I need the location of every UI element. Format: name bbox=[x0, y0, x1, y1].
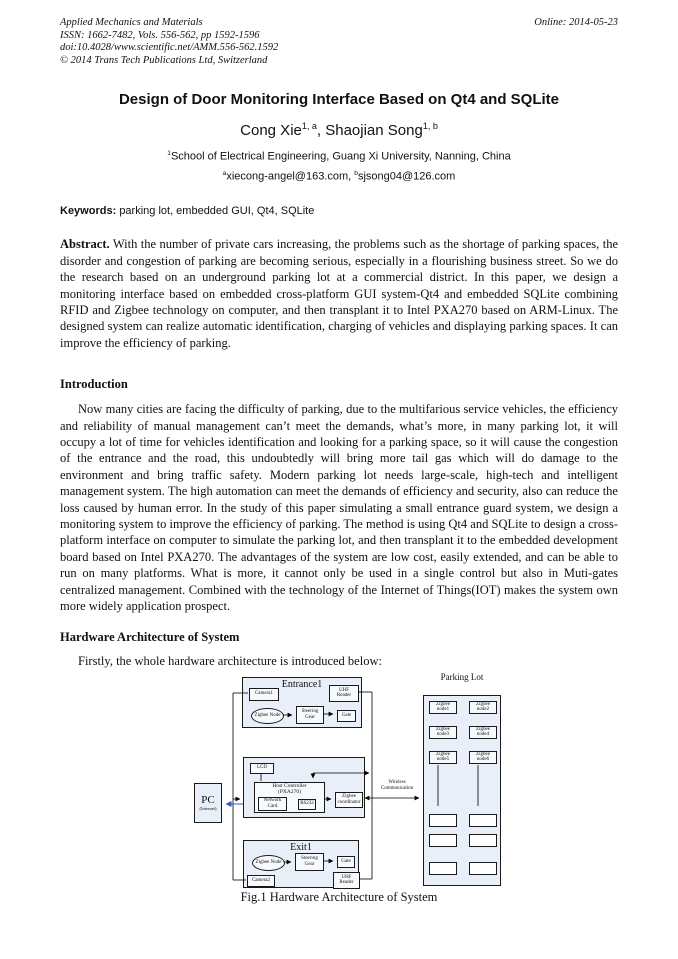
pc-label: PC bbox=[201, 794, 215, 807]
keywords-line: Keywords: parking lot, embedded GUI, Qt4… bbox=[60, 205, 618, 217]
journal-issn: ISSN: 1662-7482, Vols. 556-562, pp 1592-… bbox=[60, 29, 260, 41]
zigbee-node-1: Zigbee node1 bbox=[429, 700, 457, 714]
uhf-reader-exit-line1: UHF bbox=[341, 874, 352, 880]
zigbee-node-6: Zigbee node6 bbox=[469, 750, 497, 764]
hardware-intro-line: Firstly, the whole hardware architecture… bbox=[78, 654, 382, 669]
abstract-text: With the number of private cars increasi… bbox=[60, 237, 618, 350]
email-b: sjsong04@126.com bbox=[357, 170, 456, 183]
section-heading-hardware: Hardware Architecture of System bbox=[60, 630, 240, 645]
parking-slot bbox=[429, 813, 457, 827]
network-card-line1: Network bbox=[263, 798, 282, 804]
journal-copyright: © 2014 Trans Tech Publications Ltd, Swit… bbox=[60, 54, 268, 66]
steering-gear-entrance-line1: Steering bbox=[301, 709, 319, 715]
figure-connector-lines bbox=[225, 691, 479, 881]
zigbee-coordinator-line2: coordinator bbox=[337, 799, 361, 805]
author-2-superscript: 1, b bbox=[422, 121, 438, 131]
affiliation-text: School of Electrical Engineering, Guang … bbox=[170, 150, 511, 163]
zigbee-node-3: Zigbee node3 bbox=[429, 725, 457, 739]
parking-slot bbox=[469, 813, 497, 827]
zigbee-node-5: Zigbee node5 bbox=[429, 750, 457, 764]
uhf-reader-exit-line2: Reader bbox=[339, 880, 354, 886]
rs232-box: RS232 bbox=[298, 798, 316, 810]
author-2: Shaojian Song bbox=[325, 122, 423, 139]
parking-slot bbox=[429, 833, 457, 847]
host-controller-line1: Host Controller bbox=[272, 782, 307, 789]
parking-slot bbox=[429, 861, 457, 875]
online-date: Online: 2014-05-23 bbox=[534, 17, 618, 28]
email-a-superscript: a bbox=[222, 169, 227, 177]
keywords-label: Keywords: bbox=[60, 205, 117, 218]
parking-lot-title: Parking Lot bbox=[440, 671, 484, 682]
emails-line: axiecong-angel@163.com, bsjsong04@126.co… bbox=[60, 170, 618, 183]
figure-caption: Fig.1 Hardware Architecture of System bbox=[240, 889, 438, 904]
gate-entrance-box: Gate bbox=[337, 709, 356, 722]
camera2-box: Camera2 bbox=[247, 874, 275, 887]
abstract-label: Abstract. bbox=[60, 237, 110, 252]
journal-info-block: Applied Mechanics and Materials ISSN: 16… bbox=[60, 17, 278, 67]
journal-doi: doi:10.4028/www.scientific.net/AMM.556-5… bbox=[60, 42, 279, 53]
parking-slot bbox=[469, 833, 497, 847]
abstract-paragraph: Abstract. With the number of private car… bbox=[60, 236, 618, 351]
author-1: Cong Xie bbox=[240, 122, 302, 139]
zigbee-node-2: Zigbee node2 bbox=[469, 700, 497, 714]
uhf-reader-entrance-line1: UHF bbox=[338, 687, 349, 693]
camera1-box: Camera1 bbox=[249, 687, 279, 701]
authors-separator: , bbox=[316, 122, 326, 139]
introduction-paragraph: Now many cities are facing the difficult… bbox=[60, 402, 618, 614]
paper-title: Design of Door Monitoring Interface Base… bbox=[118, 91, 560, 108]
parking-slot bbox=[469, 861, 497, 875]
authors-line: Cong Xie1, a, Shaojian Song1, b bbox=[60, 121, 618, 139]
zigbee-coordinator-line1: Zigbee bbox=[342, 794, 356, 800]
keywords-text: parking lot, embedded GUI, Qt4, SQLite bbox=[119, 205, 315, 218]
section-heading-introduction: Introduction bbox=[60, 377, 128, 392]
affiliation-line: 1School of Electrical Engineering, Guang… bbox=[60, 150, 618, 163]
zigbee-node-entrance-ellipse: Zigbee Node bbox=[251, 707, 284, 724]
affiliation-superscript: 1 bbox=[167, 150, 171, 157]
zigbee-node-exit-ellipse: Zigbee Node bbox=[252, 854, 285, 871]
journal-name: Applied Mechanics and Materials bbox=[60, 17, 203, 28]
author-1-superscript: 1, a bbox=[301, 121, 317, 131]
paper-content: Applied Mechanics and Materials ISSN: 16… bbox=[60, 0, 618, 905]
lcd-box: LCD bbox=[250, 762, 274, 774]
steering-gear-exit-line2: Gear bbox=[304, 861, 315, 867]
exit-title: Exit1 bbox=[290, 841, 312, 853]
journal-header: Applied Mechanics and Materials ISSN: 16… bbox=[60, 0, 618, 67]
host-controller-line2: (PXA270) bbox=[278, 789, 301, 796]
steering-gear-exit-line1: Steering bbox=[301, 856, 318, 862]
email-a: xiecong-angel@163.com, bbox=[226, 170, 352, 183]
pc-box: PC (Internet) bbox=[194, 782, 222, 823]
gate-exit-box: Gate bbox=[337, 855, 355, 868]
parking-lot-box: Zigbee node1 Zigbee node2 Zigbee node3 Z… bbox=[423, 694, 501, 886]
entrance-title: Entrance1 bbox=[281, 678, 323, 690]
steering-gear-entrance-line2: Gear bbox=[305, 714, 315, 720]
uhf-reader-entrance-line2: Reader bbox=[336, 693, 352, 699]
zigbee-node-4: Zigbee node4 bbox=[469, 725, 497, 739]
email-b-superscript: b bbox=[354, 169, 358, 177]
wireless-label-line2: Communication bbox=[380, 785, 414, 791]
wireless-label-line1: Wireless bbox=[388, 779, 406, 785]
network-card-line2: Card bbox=[267, 803, 278, 809]
pc-internet-label: (Internet) bbox=[199, 806, 217, 812]
